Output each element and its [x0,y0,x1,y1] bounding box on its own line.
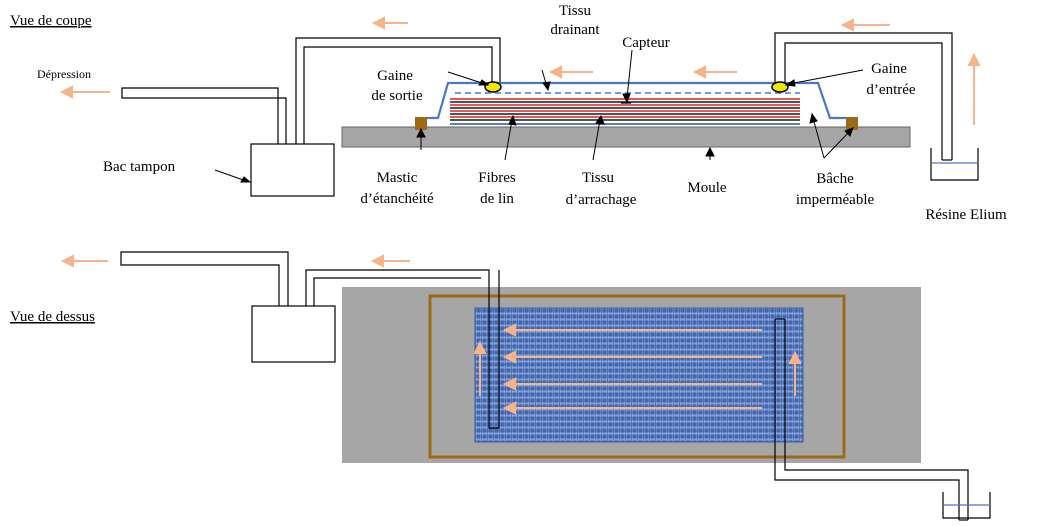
label-tissu-drainant-2: drainant [550,22,600,38]
flow-arrows-side [59,16,981,125]
callout-lines [214,49,864,183]
label-gaine-sortie-2: de sortie [371,88,423,104]
label-fibres-2: de lin [480,191,514,207]
label-depression: Dépression [37,67,91,81]
label-tissu-arrachage-1: Tissu [582,170,614,186]
sealant-right [846,117,858,130]
inlet-gaine [771,81,789,93]
inlet-tube-top [774,318,969,521]
vacuum-bag [427,81,846,120]
top-view: Vue de dessus [10,251,991,521]
label-capteur: Capteur [622,35,669,51]
sealant-frame-top [428,294,846,459]
outlet-tube [121,37,501,144]
cross-section-view: Vue de coupe [10,3,1007,223]
cross-section-title: Vue de coupe [10,13,92,29]
top-view-title: Vue de dessus [10,309,95,325]
label-gaine-sortie-1: Gaine [377,68,413,84]
flax-fabric-top [474,307,804,443]
label-bac-tampon: Bac tampon [103,159,176,175]
outlet-tube-top [120,251,500,429]
label-mastic-2: d’étanchéité [360,191,434,207]
label-bache-1: Bâche [816,171,854,187]
resin-container-top [942,492,991,519]
label-moule: Moule [687,180,727,196]
flow-arrows-top [60,254,802,415]
sealant-left [415,117,427,130]
label-gaine-entree-1: Gaine [871,61,907,77]
buffer-tank-top [251,305,336,363]
inlet-tube [774,32,953,161]
label-tissu-drainant-1: Tissu [559,3,591,19]
label-gaine-entree-2: d’entrée [866,82,915,98]
mould-plate [341,126,911,148]
outlet-gaine [484,81,502,93]
buffer-tank-side [250,143,335,197]
label-resine: Résine Elium [925,207,1007,223]
resin-container-side [930,148,979,181]
label-mastic-1: Mastic [377,170,418,186]
label-bache-2: imperméable [796,192,875,208]
label-tissu-arrachage-2: d’arrachage [566,192,637,208]
label-fibres-1: Fibres [478,170,516,186]
